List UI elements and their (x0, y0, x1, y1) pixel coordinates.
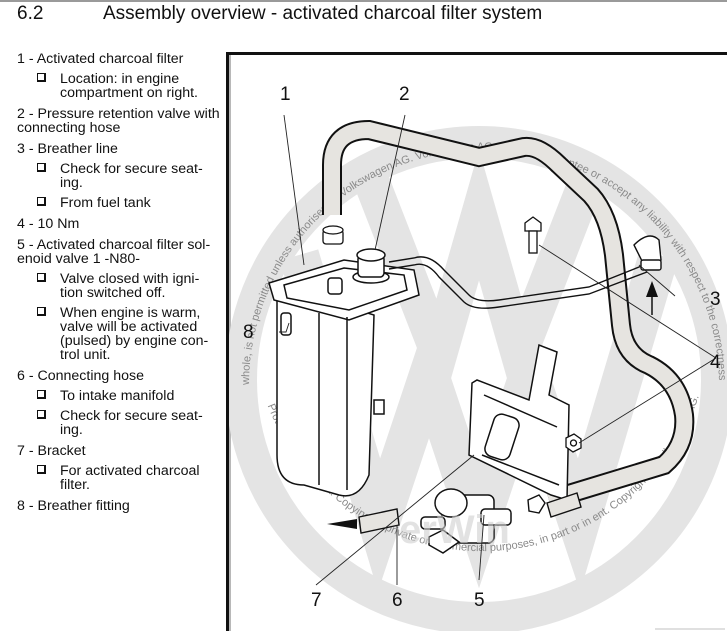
callout-3: 3 (710, 289, 721, 310)
horizontal-scrollbar[interactable] (655, 628, 725, 630)
legend-note: For activated charcoal filter. (17, 464, 222, 492)
charcoal-filter-canister (268, 259, 420, 497)
callout-7: 7 (311, 590, 322, 611)
callout-2: 2 (399, 84, 410, 105)
legend-note: Check for secure seat-ing. (17, 409, 222, 437)
callout-1: 1 (280, 84, 291, 105)
legend-item-title: 1 - Activated charcoal filter (17, 51, 184, 67)
legend-note-text: For activated charcoal filter. (60, 463, 200, 493)
callout-8: 8 (243, 322, 254, 343)
legend-item-title: 6 - Connecting hose (17, 368, 144, 384)
legend-note-text: To intake manifold (60, 388, 175, 404)
bracket (468, 343, 570, 502)
top-rule (0, 0, 727, 2)
checkbox-bullet-icon (37, 390, 46, 399)
pressure-retention-valve (352, 248, 390, 284)
legend-note: To intake manifold (17, 389, 222, 403)
breather-hose (322, 119, 695, 510)
section-number: 6.2 (17, 3, 44, 24)
legend-item-title: 5 - Activated charcoal filter sol-enoid … (17, 237, 211, 267)
intake-arrow-icon (327, 519, 357, 529)
legend-item-title: 7 - Bracket (17, 443, 86, 459)
legend-item-title: 4 - 10 Nm (17, 216, 80, 232)
checkbox-bullet-icon (37, 73, 46, 82)
callout-5: 5 (474, 590, 485, 611)
legend-item-title: 8 - Breather fitting (17, 498, 130, 514)
checkbox-bullet-icon (37, 273, 46, 282)
legend-note: Location: in engine compartment on right… (17, 72, 222, 100)
legend-note-text: Location: in engine compartment on right… (60, 71, 198, 101)
checkbox-bullet-icon (37, 307, 46, 316)
legend-note-text: When engine is warm, valve will be activ… (60, 305, 209, 363)
legend-note: Check for secure seat-ing. (17, 162, 222, 190)
legend-item: 5 - Activated charcoal filter sol-enoid … (17, 238, 222, 362)
bolt (524, 216, 542, 254)
nut (565, 433, 582, 453)
legend-item-title: 2 - Pressure retention valve with connec… (17, 106, 220, 136)
thin-breather-line (388, 235, 662, 309)
legend-note-text: Check for secure seat-ing. (60, 408, 203, 438)
erwin-logo-overlay: erWin (399, 508, 510, 552)
legend-note-text: Valve closed with igni-tion switched off… (60, 271, 200, 301)
flow-arrow-icon (646, 281, 658, 315)
hose-clamp (322, 225, 344, 245)
legend-note: From fuel tank (17, 196, 222, 210)
checkbox-bullet-icon (37, 465, 46, 474)
legend-note-text: From fuel tank (60, 195, 151, 211)
connecting-hose (358, 492, 582, 534)
legend-item-title: 3 - Breather line (17, 141, 118, 157)
callout-6: 6 (392, 590, 403, 611)
solenoid-valve (420, 488, 512, 554)
callout-labels: 1 2 3 4 5 6 7 8 (243, 84, 721, 611)
assembly-diagram: whole, is not permitted unless authorise… (226, 52, 727, 631)
checkbox-bullet-icon (37, 410, 46, 419)
diagram-svg: whole, is not permitted unless authorise… (229, 55, 727, 631)
legend-item: 8 - Breather fitting (17, 499, 222, 513)
section-heading: 6.2 Assembly overview - activated charco… (0, 3, 727, 29)
checkbox-bullet-icon (37, 197, 46, 206)
callout-4: 4 (710, 352, 721, 373)
legend-item: 2 - Pressure retention valve with connec… (17, 107, 222, 135)
legend-note: When engine is warm, valve will be activ… (17, 306, 222, 362)
legend-note: Valve closed with igni-tion switched off… (17, 272, 222, 300)
legend-item: 4 - 10 Nm (17, 217, 222, 231)
leader-lines (279, 114, 717, 586)
legend-note-text: Check for secure seat-ing. (60, 161, 203, 191)
checkbox-bullet-icon (37, 163, 46, 172)
section-title: Assembly overview - activated charcoal f… (103, 3, 543, 24)
